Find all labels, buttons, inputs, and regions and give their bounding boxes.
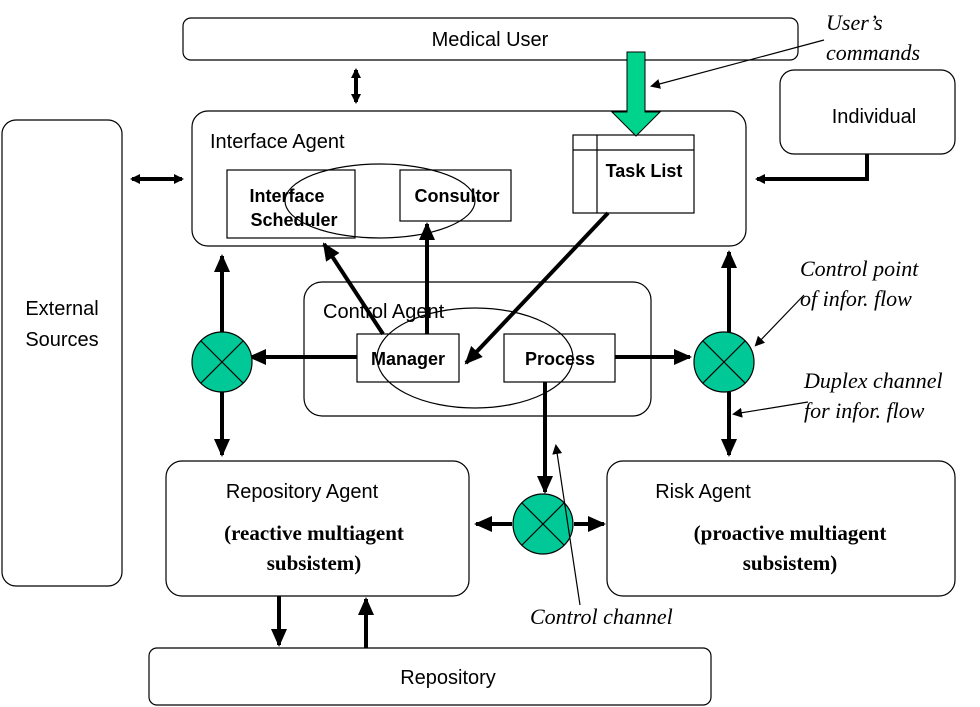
control-point-pointer — [754, 294, 805, 347]
control-point-left — [191, 331, 253, 393]
repository-label: Repository — [400, 667, 496, 689]
individual-interface-arrow — [755, 154, 869, 184]
duplex-annotation-1: Duplex channel — [803, 368, 943, 393]
control-channel-pointer — [552, 444, 581, 606]
interface-scheduler-label-1: Interface — [249, 186, 324, 206]
repository-agent-sub-1: (reactive multiagent — [224, 521, 404, 545]
interface-agent-label: Interface Agent — [210, 131, 345, 153]
control-point-annotation-2: of infor. flow — [800, 286, 912, 311]
interface-scheduler-box: Interface Scheduler — [226, 169, 356, 239]
manager-scheduler-arrow — [322, 242, 385, 336]
external-sources-box: External Sources — [1, 119, 123, 587]
risk-agent-label: Risk Agent — [655, 481, 751, 503]
repository-agent-box: Repository Agent (reactive multiagent su… — [165, 460, 470, 597]
consultor-box: Consultor — [399, 169, 512, 222]
users-commands-pointer — [650, 39, 825, 89]
control-agent-label: Control Agent — [323, 301, 445, 323]
repository-box: Repository — [148, 647, 712, 706]
control-point-right — [693, 331, 755, 393]
users-commands-annotation-2: commands — [826, 40, 920, 65]
task-list-box: Task List — [572, 134, 695, 214]
users-commands-arrow — [610, 51, 662, 137]
risk-agent-sub-2: subsistem) — [743, 551, 838, 575]
medical-user-label: Medical User — [432, 29, 549, 51]
external-sources-label-2: Sources — [25, 329, 98, 351]
manager-label: Manager — [371, 349, 445, 369]
duplex-pointer — [732, 401, 809, 418]
task-list-label: Task List — [606, 161, 683, 181]
process-label: Process — [525, 349, 595, 369]
control-point-bottom — [512, 493, 574, 555]
risk-agent-sub-1: (proactive multiagent — [694, 521, 887, 545]
control-point-annotation-1: Control point — [800, 256, 919, 281]
interface-group-ellipse — [284, 163, 476, 239]
external-sources-label-1: External — [25, 298, 98, 320]
tasklist-manager-arrow — [464, 211, 610, 365]
risk-agent-box: Risk Agent (proactive multiagent subsist… — [606, 460, 956, 597]
duplex-annotation-2: for infor. flow — [804, 398, 925, 423]
medical-user-box: Medical User — [182, 17, 799, 61]
control-group-ellipse — [376, 307, 574, 409]
repository-agent-label: Repository Agent — [226, 481, 379, 503]
users-commands-annotation-1: User’s — [826, 10, 883, 35]
consultor-label: Consultor — [415, 186, 500, 206]
individual-label: Individual — [832, 106, 917, 128]
manager-box: Manager — [356, 333, 460, 383]
control-channel-annotation: Control channel — [530, 604, 673, 629]
repository-agent-sub-2: subsistem) — [267, 551, 362, 575]
individual-box: Individual — [779, 69, 956, 155]
process-box: Process — [503, 333, 616, 383]
interface-scheduler-label-2: Scheduler — [250, 210, 337, 230]
